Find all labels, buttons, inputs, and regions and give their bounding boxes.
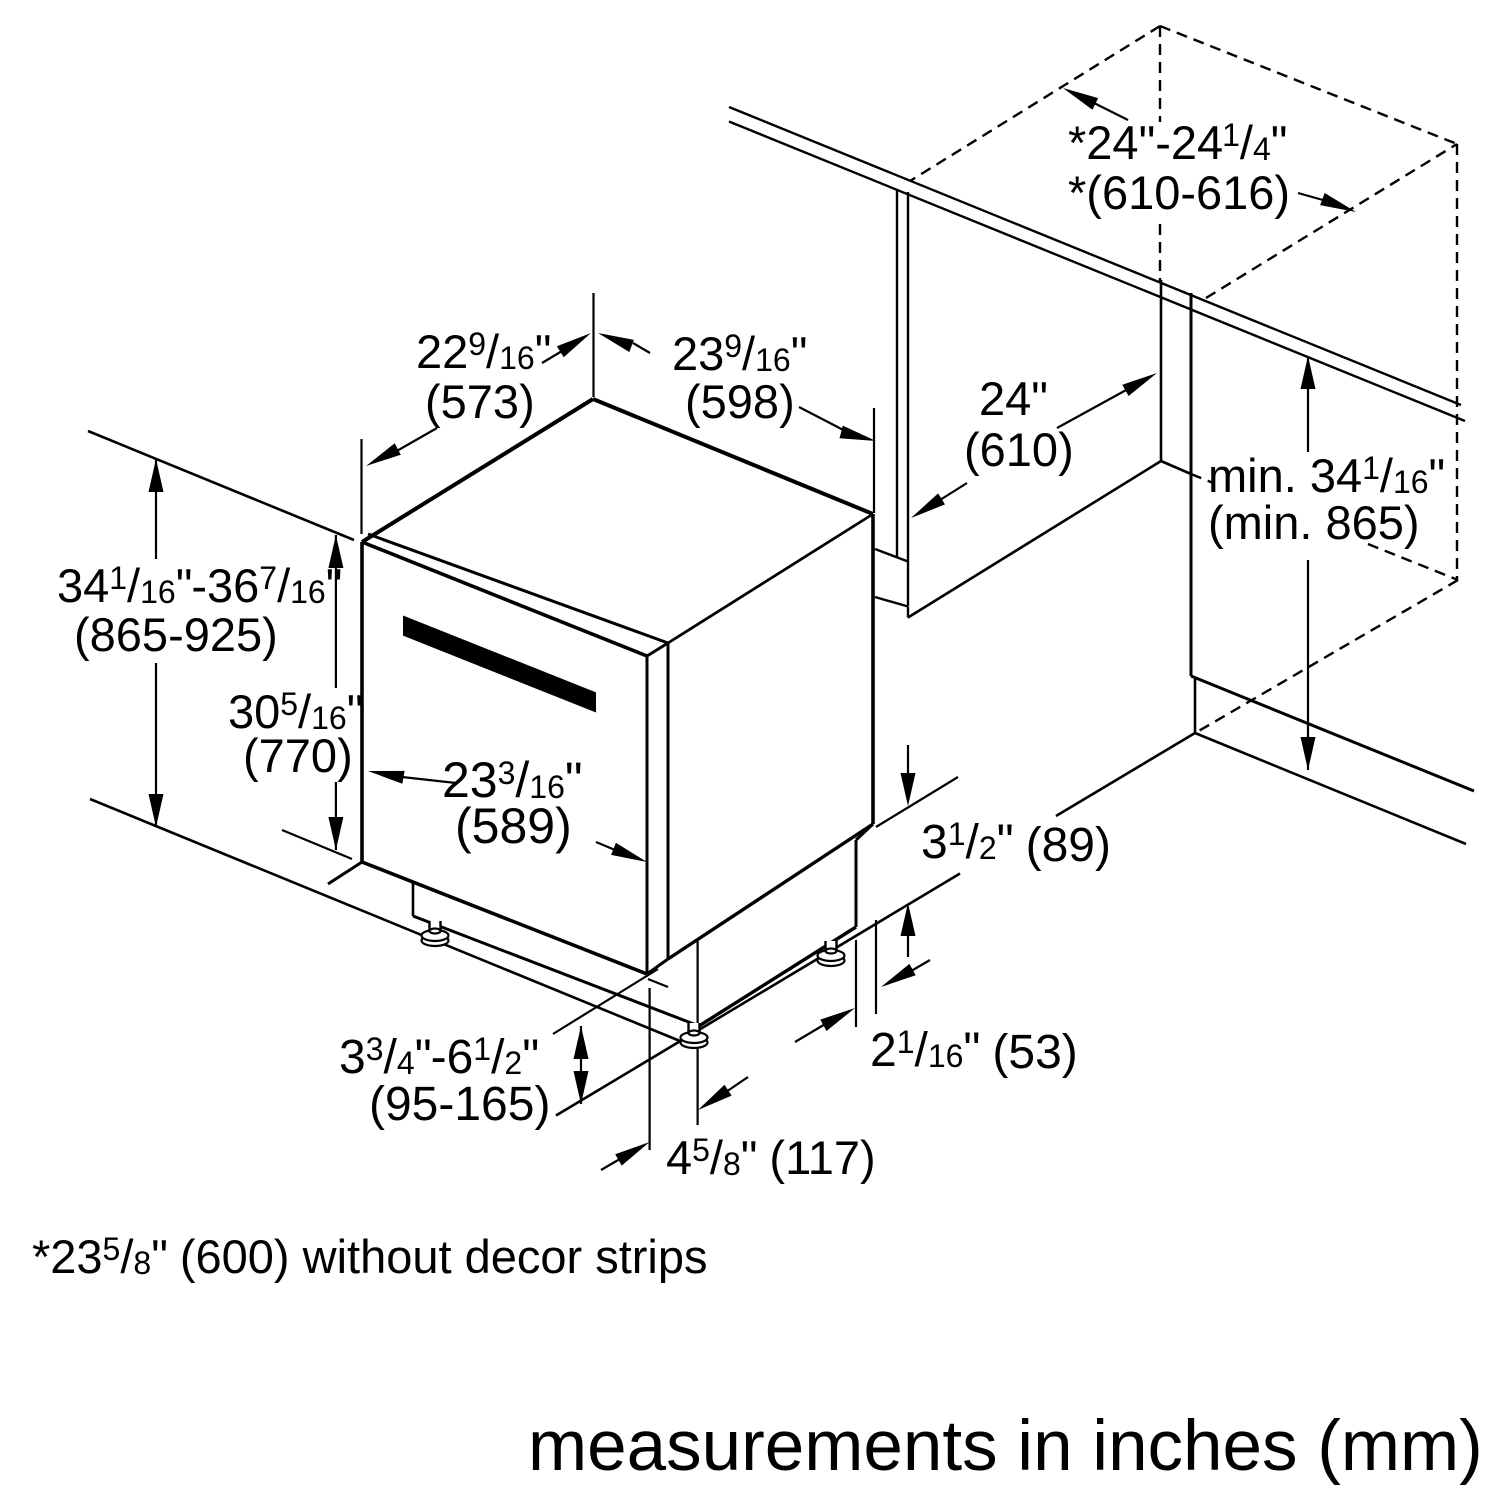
svg-text:": ": [791, 327, 808, 380]
svg-text:": ": [522, 1031, 539, 1084]
svg-text:34: 34: [57, 559, 109, 612]
svg-text:2: 2: [870, 1024, 897, 1077]
svg-text:1: 1: [1222, 117, 1240, 153]
svg-text:(589): (589): [455, 798, 572, 854]
svg-text:4: 4: [1253, 131, 1271, 167]
svg-text:5: 5: [280, 686, 298, 722]
svg-text:min. 34: min. 34: [1208, 449, 1362, 502]
svg-text:5: 5: [692, 1132, 710, 1168]
svg-text:(89): (89): [1026, 819, 1111, 872]
svg-text:16: 16: [1393, 464, 1429, 500]
svg-text:/: /: [486, 325, 500, 378]
svg-text:5: 5: [103, 1231, 121, 1267]
svg-text:7: 7: [259, 560, 277, 596]
svg-text:16: 16: [140, 574, 176, 610]
svg-text:/: /: [277, 559, 291, 612]
svg-text:23: 23: [442, 752, 498, 808]
svg-text:1: 1: [897, 1024, 915, 1060]
svg-text:16: 16: [499, 340, 535, 376]
svg-text:": ": [1429, 449, 1446, 502]
svg-text:2: 2: [504, 1045, 522, 1081]
svg-text:1: 1: [1362, 450, 1380, 486]
svg-text:9: 9: [724, 328, 742, 364]
svg-text:/: /: [1380, 449, 1394, 502]
svg-text:measurements in inches (mm): measurements in inches (mm): [528, 1407, 1483, 1486]
svg-text:": ": [741, 1131, 758, 1184]
svg-text:(95-165): (95-165): [369, 1078, 550, 1131]
svg-text:3: 3: [339, 1031, 366, 1084]
svg-text:(117): (117): [769, 1131, 875, 1184]
svg-text:(53): (53): [992, 1026, 1077, 1079]
svg-text:": ": [1271, 116, 1288, 169]
svg-text:16: 16: [928, 1038, 964, 1074]
svg-text:/: /: [965, 816, 979, 869]
svg-text:/: /: [515, 752, 529, 808]
svg-text:*23: *23: [32, 1230, 103, 1283]
svg-text:": ": [176, 559, 193, 612]
svg-text:(598): (598): [685, 375, 795, 428]
svg-text:1: 1: [109, 560, 127, 596]
svg-text:/: /: [1240, 116, 1254, 169]
svg-text:": ": [347, 685, 364, 738]
svg-text:/: /: [742, 327, 756, 380]
svg-text:3: 3: [366, 1031, 384, 1067]
svg-text:16: 16: [755, 342, 791, 378]
svg-text:/: /: [491, 1031, 505, 1084]
svg-text:(573): (573): [425, 375, 535, 428]
svg-text:": ": [535, 325, 552, 378]
svg-text:8: 8: [133, 1245, 151, 1281]
svg-text:(600) without decor strips: (600) without decor strips: [180, 1230, 708, 1283]
svg-text:": ": [151, 1230, 168, 1283]
svg-text:16: 16: [529, 769, 565, 805]
svg-text:/: /: [298, 685, 312, 738]
svg-text:/: /: [710, 1131, 724, 1184]
svg-text:3: 3: [498, 755, 516, 791]
svg-text:23: 23: [672, 327, 724, 380]
svg-text:22: 22: [416, 325, 468, 378]
svg-text:": ": [415, 1031, 432, 1084]
svg-text:4: 4: [397, 1045, 415, 1081]
svg-text:-6: -6: [431, 1031, 474, 1084]
svg-text:": ": [565, 752, 583, 808]
svg-text:9: 9: [468, 326, 486, 362]
svg-text:24": 24": [979, 372, 1048, 425]
svg-text:2: 2: [979, 830, 997, 866]
svg-text:(610): (610): [964, 423, 1074, 476]
svg-text:(min. 865): (min. 865): [1208, 496, 1420, 549]
svg-text:/: /: [914, 1024, 928, 1077]
svg-text:(865-925): (865-925): [74, 608, 278, 661]
svg-text:-36: -36: [191, 559, 259, 612]
svg-text:/: /: [120, 1230, 134, 1283]
svg-text:4: 4: [666, 1131, 692, 1184]
svg-text:1: 1: [473, 1031, 491, 1067]
svg-text:3: 3: [921, 816, 948, 869]
svg-text:": ": [963, 1024, 980, 1077]
svg-text:16: 16: [311, 700, 347, 736]
svg-text:": ": [997, 816, 1014, 869]
svg-text:30: 30: [228, 685, 280, 738]
svg-text:": ": [326, 559, 343, 612]
svg-text:1: 1: [948, 816, 966, 852]
svg-text:*24"-24: *24"-24: [1068, 116, 1223, 169]
svg-text:*(610-616): *(610-616): [1068, 166, 1290, 219]
svg-text:(770): (770): [243, 729, 353, 782]
svg-text:8: 8: [723, 1146, 741, 1182]
svg-text:16: 16: [290, 574, 326, 610]
svg-text:/: /: [383, 1031, 397, 1084]
svg-text:/: /: [127, 559, 141, 612]
